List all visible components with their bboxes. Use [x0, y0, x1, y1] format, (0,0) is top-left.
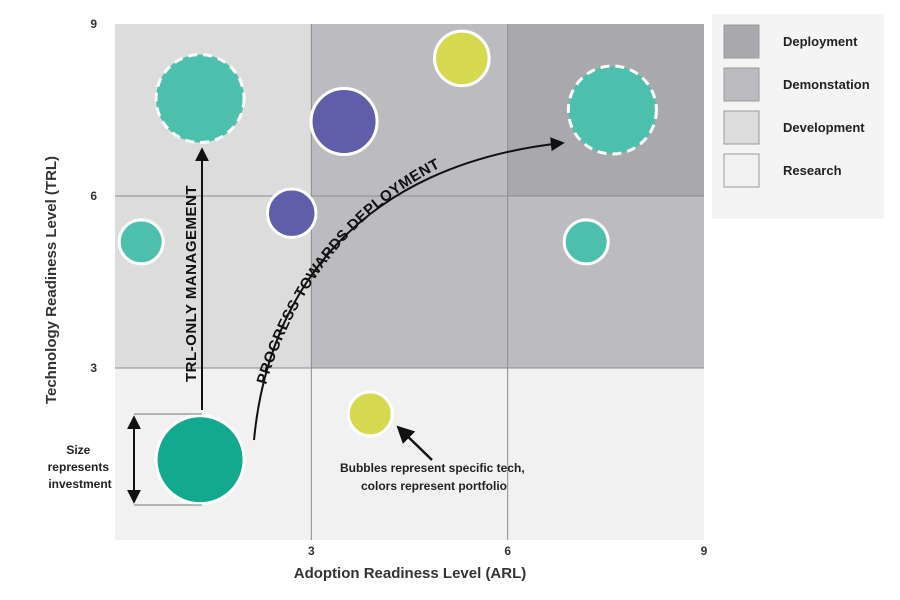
legend-label: Demonstation — [783, 77, 870, 92]
trl-only-label: TRL-ONLY MANAGEMENT — [183, 185, 200, 382]
legend-label: Development — [783, 120, 865, 135]
grid-layer — [115, 24, 704, 540]
size-note: Size represents investment — [48, 443, 113, 491]
legend-label: Research — [783, 163, 842, 178]
x-tick-label: 9 — [701, 544, 708, 558]
y-tick-label: 9 — [90, 17, 97, 31]
size-note-line: investment — [48, 477, 111, 491]
bubble-note: Bubbles represent specific tech, colors … — [340, 461, 528, 493]
y-tick-label: 6 — [90, 189, 97, 203]
bubble — [562, 218, 610, 266]
size-note-line: represents — [48, 460, 110, 474]
bubble-note-line: Bubbles represent specific tech, — [340, 461, 525, 475]
bubble-note-arrow — [396, 425, 433, 461]
bubble — [346, 390, 394, 438]
legend-swatch — [723, 110, 760, 145]
progress-arrow — [253, 137, 565, 441]
bubble — [309, 86, 379, 156]
bubbles-layer — [117, 29, 658, 506]
y-tick-label: 3 — [90, 361, 97, 375]
size-note-line: Size — [66, 443, 90, 457]
bubble — [154, 53, 246, 145]
bubble-note-line: colors represent portfolio — [361, 479, 507, 493]
bubble — [433, 29, 491, 88]
x-axis-title: Adoption Readiness Level (ARL) — [294, 565, 527, 582]
legend-swatch — [723, 67, 760, 102]
legend: DeploymentDemonstationDevelopmentResearc… — [712, 14, 884, 219]
bubble — [154, 414, 246, 506]
x-tick-label: 3 — [308, 544, 315, 558]
x-tick-label: 6 — [504, 544, 511, 558]
ticks-layer: 3 6 9 3 6 9 — [90, 17, 707, 558]
y-axis-title: Technology Readiness Level (TRL) — [43, 156, 60, 404]
legend-swatch — [723, 153, 760, 188]
bubble — [266, 187, 318, 239]
legend-swatch — [723, 24, 760, 59]
legend-label: Deployment — [783, 34, 858, 49]
bubble — [566, 64, 658, 156]
size-bracket — [127, 413, 202, 506]
bubble — [117, 218, 165, 266]
